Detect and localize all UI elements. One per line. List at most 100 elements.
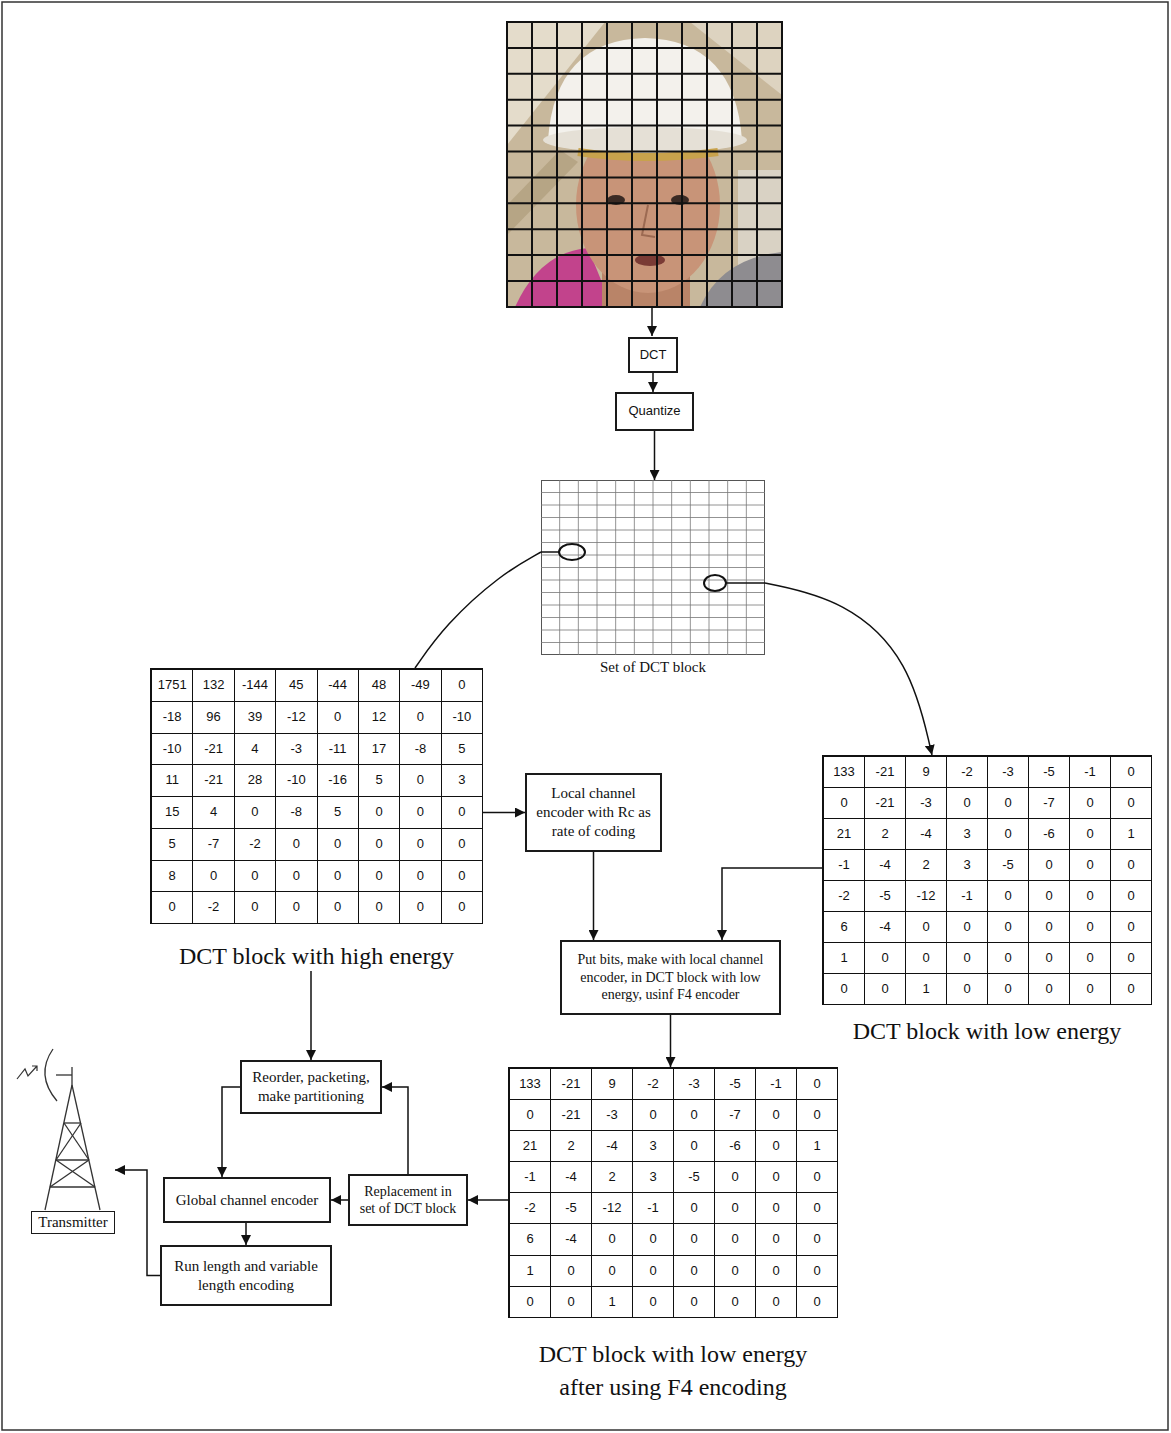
box-label: Reorder, packeting, make partitioning [247,1068,375,1106]
coefficient-cell: 0 [988,819,1029,850]
box-label: Quantize [622,403,687,419]
coefficient-cell: -2 [510,1193,551,1224]
tower-brace [50,1186,95,1187]
coefficient-cell: -4 [592,1131,633,1162]
coefficient-table: 1751132-14445-4448-490-189639-120120-10-… [150,668,483,924]
video-frame [507,22,782,307]
coefficient-cell: 133 [824,757,865,788]
coefficient-cell: 3 [442,765,483,797]
connector [331,1199,348,1201]
tower-leg [72,1085,100,1210]
coefficient-cell: 0 [633,1224,674,1255]
dct-block-table: 1751132-14445-4448-490-189639-120120-10-… [150,668,483,971]
coefficient-cell: 0 [318,861,359,893]
coefficient-cell: -7 [715,1100,756,1131]
coefficient-cell: 0 [1111,850,1152,881]
coefficient-cell: -21 [551,1069,592,1100]
coefficient-cell: 0 [442,670,483,702]
dct-block-table: 133-219-2-3-5-100-21-300-700212-430-601-… [508,1067,838,1404]
coefficient-cell: 0 [797,1256,838,1287]
table-caption: DCT block with high energy [150,942,483,971]
coefficient-cell: -11 [318,734,359,766]
tower-leg [45,1085,72,1210]
process-box: Replacement in set of DCT block [348,1174,468,1226]
table-caption: DCT block with low energy [822,1017,1152,1046]
coefficient-cell: -144 [235,670,276,702]
coefficient-cell: 5 [359,765,400,797]
coefficient-cell: 1 [592,1287,633,1318]
coefficient-cell: 0 [756,1131,797,1162]
coefficient-cell: 0 [756,1287,797,1318]
coefficient-table: 133-219-2-3-5-100-21-300-700212-430-601-… [508,1067,838,1318]
coefficient-cell: -3 [988,757,1029,788]
coefficient-cell: 0 [359,861,400,893]
coefficient-cell: 21 [824,819,865,850]
coefficient-table: 133-219-2-3-5-100-21-300-700212-430-601-… [822,755,1152,1005]
coefficient-cell: 0 [756,1224,797,1255]
process-box: Reorder, packeting, make partitioning [240,1060,382,1114]
coefficient-cell: 0 [1029,943,1070,974]
wall-shadow [507,150,578,235]
coefficient-cell: 0 [318,702,359,734]
connector [310,971,312,1060]
coefficient-cell: 0 [824,788,865,819]
coefficient-cell: -5 [865,881,906,912]
coefficient-cell: -12 [906,881,947,912]
coefficient-cell: 0 [551,1287,592,1318]
coefficient-cell: -44 [318,670,359,702]
coefficient-cell: 0 [797,1287,838,1318]
coefficient-cell: 28 [235,765,276,797]
coefficient-cell: -1 [1070,757,1111,788]
coefficient-cell: 0 [1111,943,1152,974]
connector [415,552,541,668]
coefficient-cell: 2 [551,1131,592,1162]
coefficient-cell: 0 [988,943,1029,974]
coefficient-cell: 0 [1070,788,1111,819]
coefficient-cell: 0 [865,943,906,974]
coefficient-cell: -4 [865,912,906,943]
signal-symbol [17,1066,37,1079]
coefficient-cell: -2 [824,881,865,912]
coefficient-cell: -21 [193,765,234,797]
coefficient-cell: 1 [510,1256,551,1287]
coefficient-cell: 0 [1111,757,1152,788]
coefficient-cell: 0 [824,974,865,1005]
coefficient-cell: 0 [551,1256,592,1287]
coefficient-cell: 0 [715,1256,756,1287]
antenna-tower [15,1045,115,1235]
coefficient-cell: 0 [674,1224,715,1255]
coefficient-cell: 5 [442,734,483,766]
coefficient-cell: 0 [797,1193,838,1224]
block-marker [559,544,585,560]
tower-brace [64,1122,81,1123]
coefficient-cell: 0 [276,892,317,924]
coefficient-cell: 1 [824,943,865,974]
coefficient-cell: 17 [359,734,400,766]
coefficient-cell: -3 [276,734,317,766]
connector [652,373,654,392]
coefficient-cell: 0 [442,861,483,893]
coefficient-cell: 0 [633,1100,674,1131]
flow-arrow [651,307,653,336]
block-marker [704,575,726,591]
coefficient-cell: 0 [715,1162,756,1193]
coefficient-cell: 3 [633,1162,674,1193]
connector [468,1199,508,1201]
dct-block-table: 133-219-2-3-5-100-21-300-700212-430-601-… [822,755,1152,1046]
coefficient-cell: 6 [510,1224,551,1255]
coefficient-cell: -1 [947,881,988,912]
coefficient-cell: 0 [756,1193,797,1224]
coefficient-cell: 0 [442,797,483,829]
grid-caption: Set of DCT block [541,658,765,676]
table-caption: DCT block with low energy after using F4… [523,1338,823,1404]
coefficient-cell: -2 [235,829,276,861]
photo-border [507,22,782,307]
coefficient-cell: -10 [152,734,193,766]
coefficient-cell: 0 [400,829,441,861]
coefficient-cell: 0 [1111,881,1152,912]
coefficient-cell: 8 [152,861,193,893]
coefficient-cell: 0 [756,1100,797,1131]
connector [765,583,932,755]
coefficient-cell: 0 [988,881,1029,912]
